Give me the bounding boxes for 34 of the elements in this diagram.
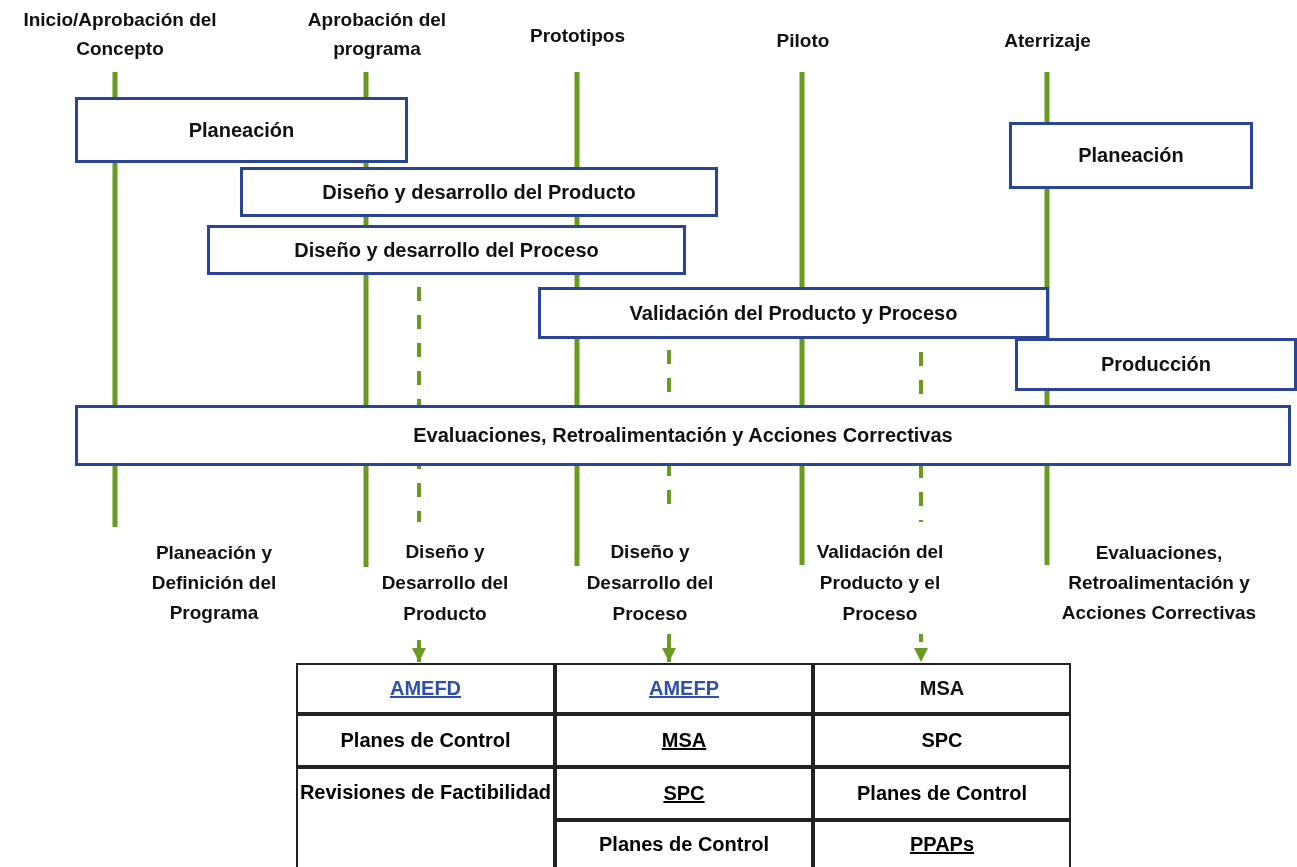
cell-text: PPAPs xyxy=(909,832,975,857)
arrow xyxy=(914,634,928,662)
cell-text: MSA xyxy=(919,677,965,700)
phase-box: Planeación xyxy=(75,97,408,163)
phase-description: Diseño y Desarrollo del Proceso xyxy=(585,540,715,626)
link: AMEFP xyxy=(649,677,719,700)
cell-text: MSA xyxy=(661,728,707,753)
milestone-label: Inicio/Aprobación del Concepto xyxy=(22,8,218,61)
cell-text: Planes de Control xyxy=(599,832,769,857)
phase-box: Diseño y desarrollo del Producto xyxy=(240,167,718,217)
table-cell xyxy=(813,663,1071,714)
phase-description: Diseño y Desarrollo del Producto xyxy=(380,540,510,626)
cell-text: Revisiones de Factibilidad xyxy=(299,780,552,805)
phase-description: Validación del Producto y el Proceso xyxy=(815,540,945,626)
cell-text: Planes de Control xyxy=(857,781,1027,806)
milestone-label: Piloto xyxy=(776,28,830,53)
cell-text: SPC xyxy=(663,781,705,806)
table-cell xyxy=(555,663,813,714)
milestone-label: Prototipos xyxy=(530,23,625,48)
phase-box: Planeación xyxy=(1009,122,1253,189)
phase-description: Evaluaciones, Retroalimentación y Acciones Correctivas xyxy=(1060,540,1258,625)
phase-description: Planeación y Definición del Programa xyxy=(150,540,278,625)
table-cell xyxy=(296,663,555,714)
link: AMEFD xyxy=(389,677,462,700)
phase-box: Diseño y desarrollo del Proceso xyxy=(207,225,686,275)
phase-box: Producción xyxy=(1015,338,1297,391)
milestone-label: Aprobación del programa xyxy=(306,8,448,61)
phase-box: Validación del Producto y Proceso xyxy=(538,287,1049,339)
arrow xyxy=(412,640,426,662)
phase-box: Evaluaciones, Retroalimentación y Acciones Correctivas xyxy=(75,405,1291,466)
arrow xyxy=(662,634,676,662)
cell-text: Planes de Control xyxy=(340,728,511,753)
cell-text: SPC xyxy=(921,728,963,753)
milestone-label: Aterrizaje xyxy=(1004,28,1091,53)
